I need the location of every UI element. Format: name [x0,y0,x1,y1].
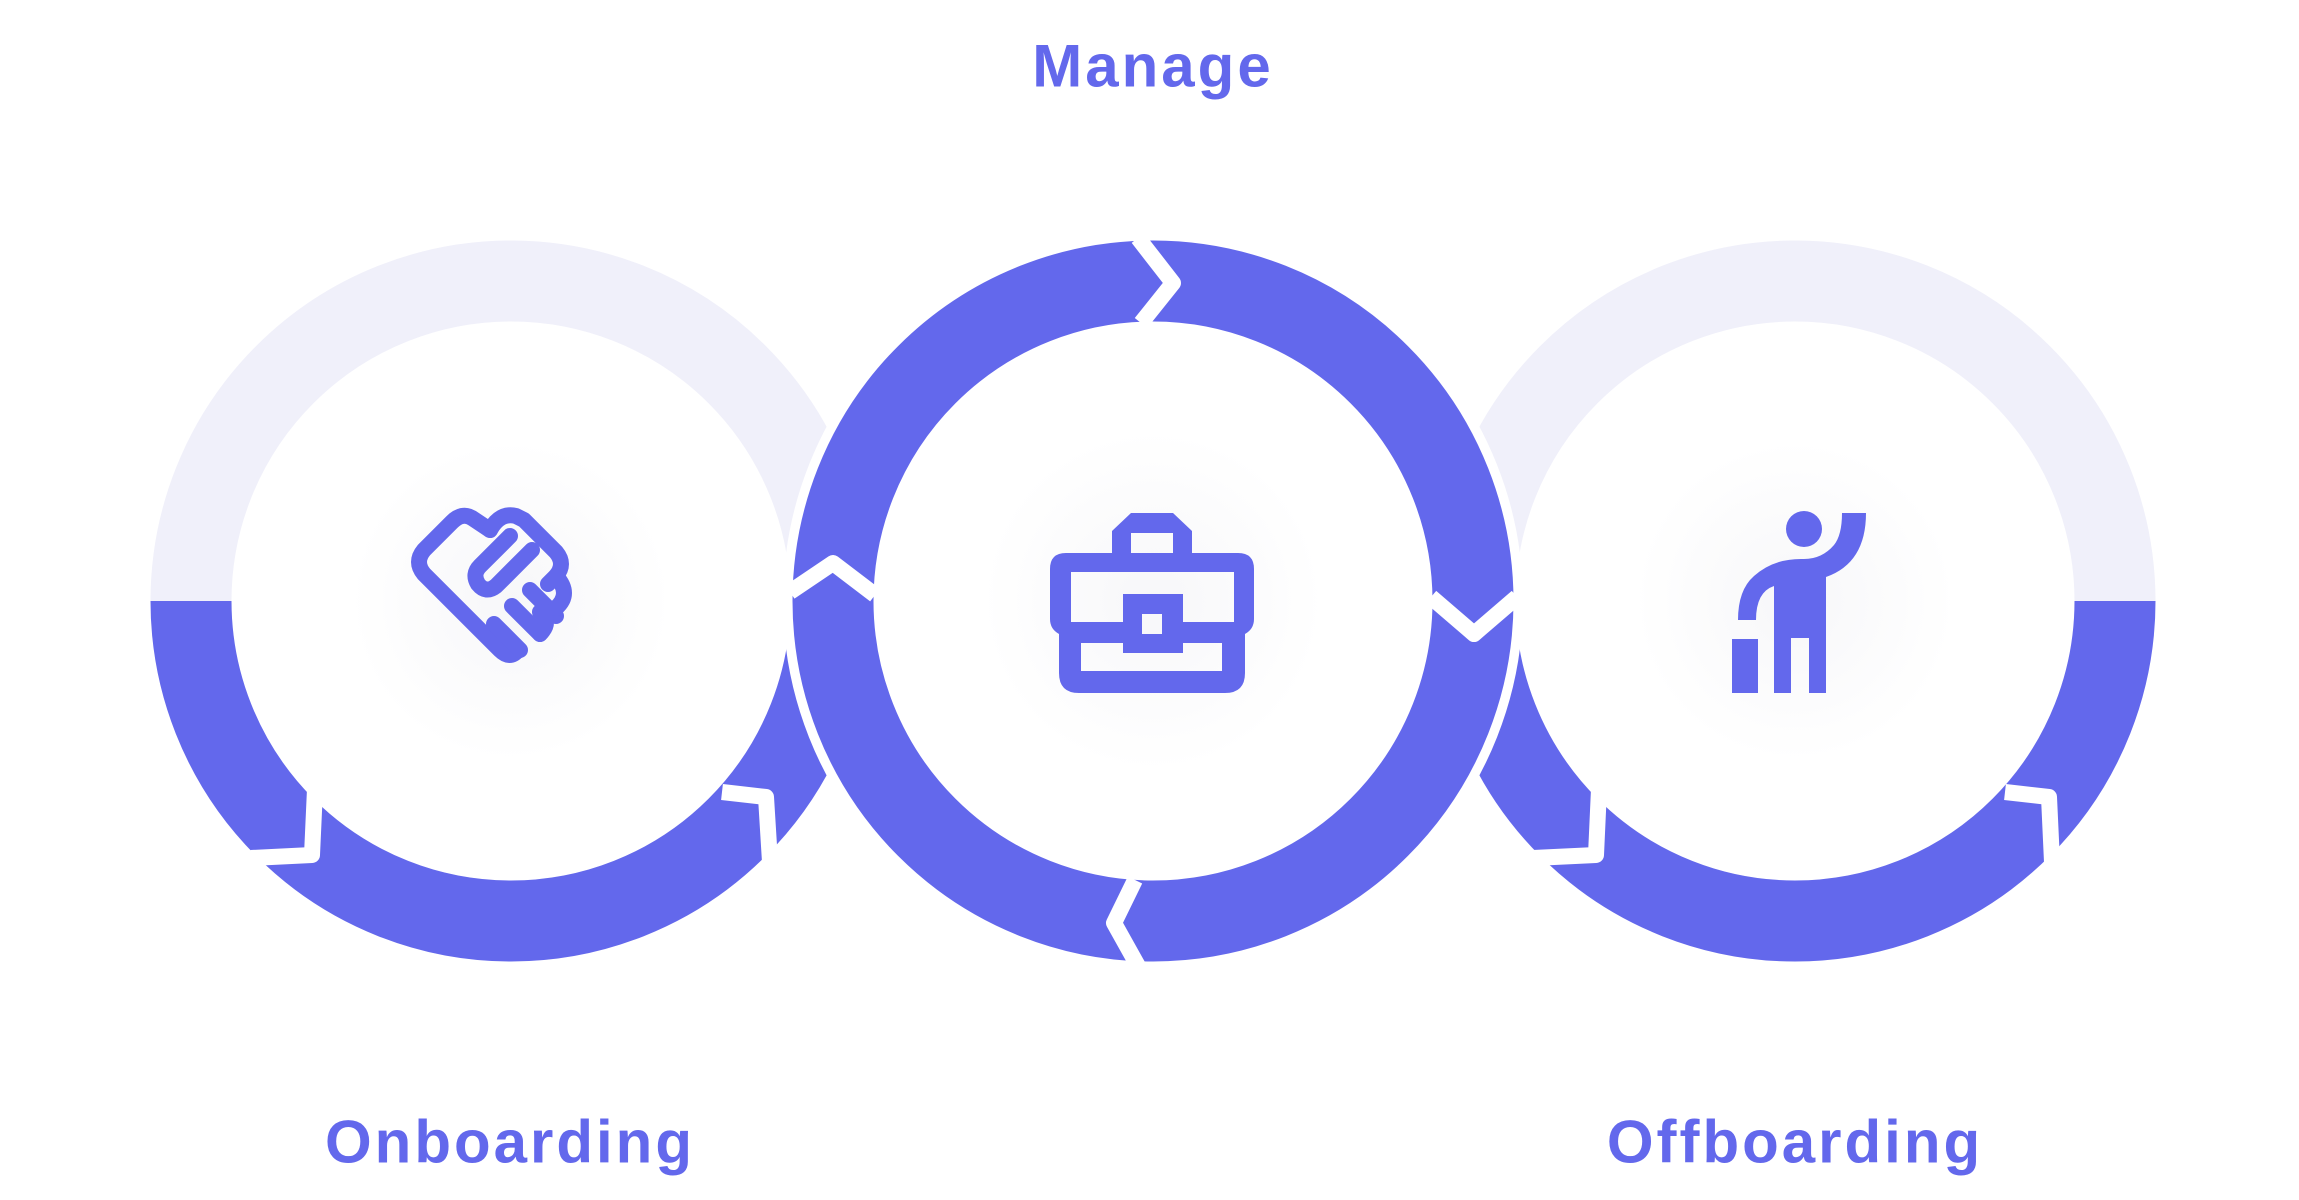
person-raising-hand-icon [1732,511,1866,693]
handshake-icon [411,507,572,663]
stage-label-onboarding: Onboarding [325,1108,695,1176]
stage-label-offboarding: Offboarding [1606,1108,1984,1176]
briefcase-icon [1050,513,1254,693]
stage-label-manage: Manage [1032,32,1274,100]
